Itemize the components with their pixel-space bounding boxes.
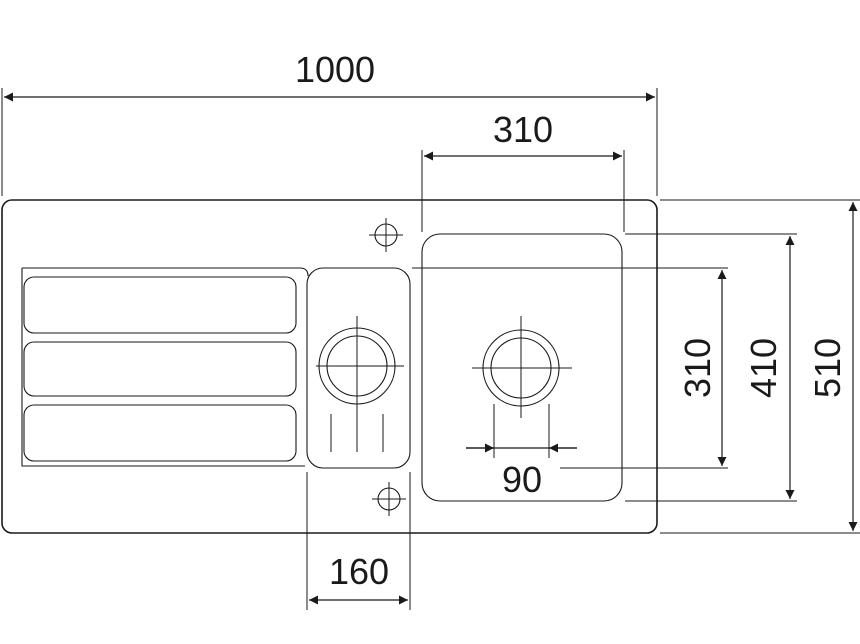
drain-groove-3 (23, 404, 297, 462)
dim-small-bowl-width: 160 (309, 551, 408, 605)
dim-overall-length: 510 (807, 202, 858, 531)
dim-drain-spacing-label: 90 (502, 459, 542, 500)
small-bowl (306, 267, 411, 469)
dim-bowl-width-label: 310 (493, 109, 553, 150)
dim-bowl-width: 310 (424, 109, 622, 161)
drain-groove-2 (23, 341, 297, 397)
dim-drain-spacing: 90 (466, 443, 577, 500)
drain-groove-1 (23, 276, 297, 334)
drainboard (21, 267, 309, 467)
dim-bowl-length-label: 310 (677, 338, 718, 398)
dim-overall-width: 1000 (4, 49, 655, 102)
sink-outline (1, 199, 658, 534)
dim-inner-length-label: 410 (743, 338, 784, 398)
dim-overall-length-label: 510 (807, 338, 848, 398)
dim-small-bowl-width-label: 160 (329, 551, 389, 592)
dim-overall-width-label: 1000 (295, 49, 375, 90)
small-bowl-drain (316, 316, 404, 452)
dim-bowl-length: 310 (677, 270, 727, 466)
dim-inner-length: 410 (743, 236, 795, 499)
tap-hole-top (369, 218, 403, 252)
extension-lines (1, 88, 860, 610)
main-bowl-drain (472, 316, 572, 458)
tap-hole-bottom (372, 482, 406, 516)
main-bowl (421, 233, 623, 502)
